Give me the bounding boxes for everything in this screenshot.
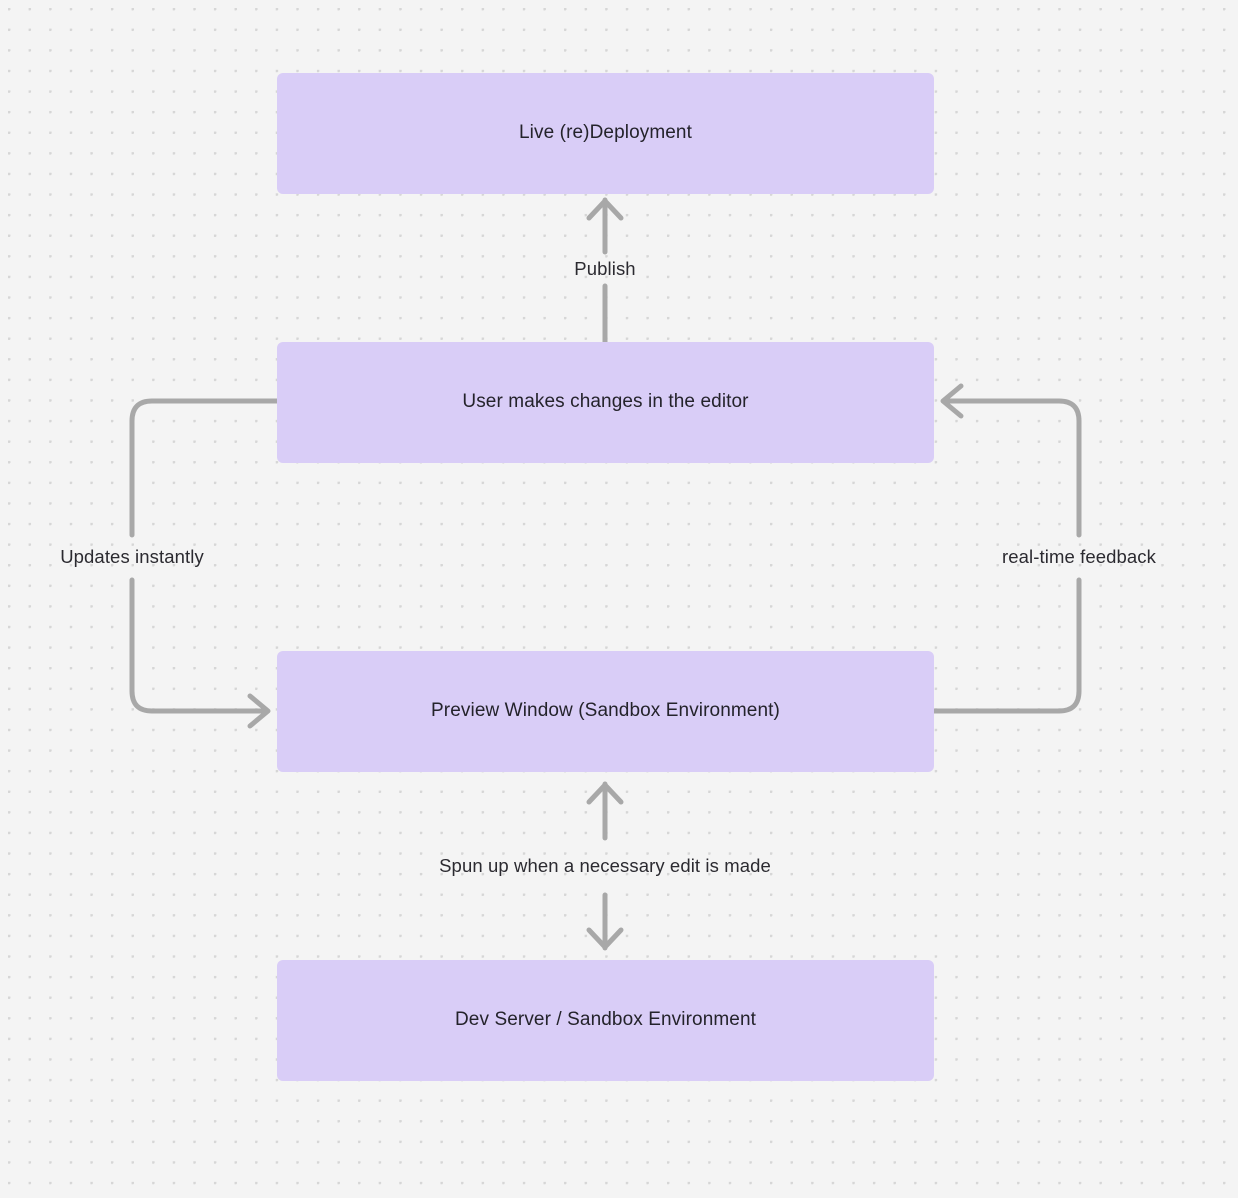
node-user-edits[interactable]: User makes changes in the editor: [277, 342, 934, 463]
node-user-edits-label: User makes changes in the editor: [462, 391, 749, 413]
edge-publish-arrowhead: [586, 198, 624, 221]
edge-label-updates-instantly: Updates instantly: [60, 545, 204, 567]
node-dev-server[interactable]: Dev Server / Sandbox Environment: [277, 960, 934, 1081]
edge-feedback-arrowhead: [940, 383, 964, 419]
edge-updates-arrowhead: [247, 693, 271, 729]
edge-feedback-lower-segment: [931, 577, 1082, 714]
edge-updates-upper-segment: [129, 398, 280, 538]
edge-label-real-time-feedback: real-time feedback: [1002, 545, 1156, 567]
node-preview-window-label: Preview Window (Sandbox Environment): [431, 700, 780, 722]
edge-spun-up-arrowhead-bottom: [586, 927, 624, 950]
node-live-deployment[interactable]: Live (re)Deployment: [277, 73, 934, 194]
edge-spun-up-arrowhead-top: [586, 782, 624, 805]
edge-label-spun-up: Spun up when a necessary edit is made: [439, 854, 771, 876]
node-live-deployment-label: Live (re)Deployment: [519, 122, 692, 144]
node-dev-server-label: Dev Server / Sandbox Environment: [454, 1009, 756, 1031]
edge-updates-lower-segment: [129, 577, 269, 714]
edge-label-publish: Publish: [574, 257, 636, 279]
node-preview-window[interactable]: Preview Window (Sandbox Environment): [277, 651, 934, 772]
edge-feedback-upper-segment: [942, 398, 1082, 538]
